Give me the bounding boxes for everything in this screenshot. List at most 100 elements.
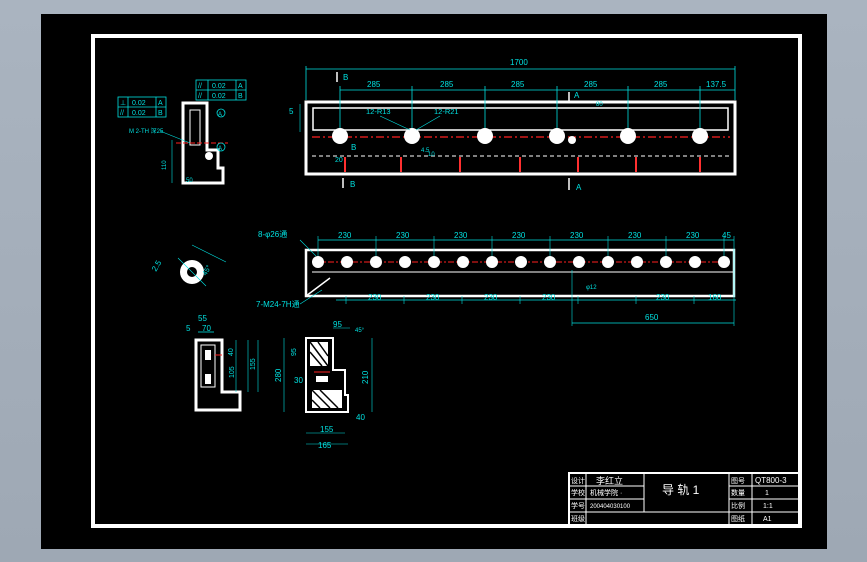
end-left-dim-155: 155	[250, 358, 257, 370]
span-dim-650: 650	[645, 313, 659, 322]
side-section-view: // 0.02 A // 0.02 B ⊥ 0.02 A // 0.02	[117, 79, 247, 185]
svg-text:160: 160	[708, 293, 722, 302]
front-view: 1700 285 285 285 285 285 137.5 12	[289, 58, 737, 192]
svg-text:0.02: 0.02	[132, 110, 146, 117]
side-dim-width: 50	[186, 178, 193, 184]
svg-text:230: 230	[396, 231, 410, 240]
circle-label-a2: A	[218, 146, 222, 152]
hole-note-r21: 12-R21	[434, 107, 459, 116]
top-view: 230 230 230 230 230 230 230 45 8-φ26通 23…	[256, 229, 736, 326]
small-dim-12: φ12	[586, 285, 597, 291]
id-value: 200404030100	[590, 504, 631, 510]
overall-length-dim: 1700	[510, 58, 528, 67]
svg-text:230: 230	[628, 231, 642, 240]
section-a-bottom: A	[576, 183, 582, 192]
tap-note-m24: 7-M24-7H通	[256, 299, 300, 309]
svg-text://: //	[198, 93, 202, 100]
svg-text:B: B	[238, 93, 243, 100]
drawing-no: QT800-3	[755, 476, 787, 485]
end-right-dim-165: 165	[318, 441, 332, 450]
tolerance-frame-left: ⊥ 0.02 A // 0.02 B	[117, 96, 167, 118]
end-right-dim-95: 95	[333, 320, 342, 329]
qty-label: 数量	[731, 488, 745, 497]
end-left-dim-55: 55	[198, 314, 207, 323]
svg-text://: //	[198, 83, 202, 90]
end-right-dim-30: 30	[294, 376, 303, 385]
spacing-dim-4: 285	[584, 80, 598, 89]
end-right-dim-40: 40	[356, 413, 365, 422]
end-left-dim-70: 70	[202, 324, 211, 333]
section-b-mid: B	[351, 143, 356, 152]
drawing-canvas[interactable]: 1700 285 285 285 285 285 137.5 12	[41, 14, 827, 549]
svg-text:45: 45	[722, 231, 731, 240]
front-tapped-holes	[344, 157, 701, 172]
end-left-dim-5: 5	[186, 324, 191, 333]
height-dim: 5	[289, 107, 294, 116]
side-dim-height: 110	[162, 160, 168, 170]
drawing-sheet: 1700 285 285 285 285 285 137.5 12	[41, 14, 827, 549]
spacing-dim-6: 137.5	[706, 80, 727, 89]
id-label: 学号	[571, 501, 585, 510]
front-view-outline	[304, 100, 737, 176]
hole-note-r13: 12-R13	[366, 107, 391, 116]
sheet-border	[91, 34, 802, 528]
scale: 1:1	[763, 503, 773, 510]
spacing-dim-3: 285	[511, 80, 525, 89]
end-right-dim-280: 280	[274, 368, 283, 382]
svg-text:230: 230	[368, 293, 382, 302]
hole-note-26: 8-φ26通	[258, 229, 287, 239]
circle-label-a1: A	[218, 112, 222, 118]
scale-label: 比例	[731, 501, 745, 510]
end-left-dim-40: 40	[228, 348, 235, 356]
small-dim-45: 4.5	[421, 148, 430, 154]
front-view-inner	[312, 107, 729, 131]
designer-label: 设计	[571, 476, 585, 485]
edge-dim-20: 20	[335, 157, 343, 164]
svg-text:230: 230	[454, 231, 468, 240]
part-name: 导 轨 1	[662, 483, 700, 497]
sheet: A1	[763, 516, 772, 523]
svg-text:230: 230	[686, 231, 700, 240]
end-view-right: 95 45° 95 30 280 210 40 155 165	[274, 320, 373, 450]
svg-text:A: A	[238, 83, 243, 90]
svg-text:230: 230	[512, 231, 526, 240]
svg-text:230: 230	[570, 231, 584, 240]
qty: 1	[765, 490, 769, 497]
svg-text://: //	[120, 110, 124, 117]
drawing-no-label: 图号	[731, 477, 745, 485]
svg-text:0.02: 0.02	[212, 83, 226, 90]
svg-text:0.02: 0.02	[212, 93, 226, 100]
title-block: 设计 李红立 学校 机械学院 · 学号 200404030100 班级 导 轨 …	[568, 472, 800, 526]
end-right-dim-95b: 95	[291, 348, 298, 356]
svg-text:230: 230	[542, 293, 556, 302]
svg-text:⊥: ⊥	[120, 100, 126, 107]
svg-text:230: 230	[338, 231, 352, 240]
school-label: 学校	[571, 488, 585, 497]
end-right-dim-210: 210	[361, 370, 370, 384]
svg-text:230: 230	[484, 293, 498, 302]
end-left-dim-105: 105	[229, 366, 236, 378]
class-label: 班级	[571, 514, 585, 523]
end-right-dim-155: 155	[320, 425, 334, 434]
spacing-dim-5: 285	[654, 80, 668, 89]
front-holes	[332, 128, 708, 144]
designer-name: 李红立	[596, 475, 623, 486]
section-b-bottom: B	[350, 180, 355, 189]
small-dim-10: 10	[428, 152, 435, 158]
sheet-label: 图纸	[731, 514, 745, 523]
section-a-top: A	[574, 91, 580, 100]
small-dim-80: 80	[596, 102, 603, 108]
section-b-top: B	[343, 73, 348, 82]
spacing-dim-1: 285	[367, 80, 381, 89]
svg-text:230: 230	[426, 293, 440, 302]
spacing-dim-2: 285	[440, 80, 454, 89]
end-right-angle: 45°	[355, 328, 365, 334]
tolerance-frame-right: // 0.02 A // 0.02 B	[195, 79, 247, 101]
end-view-left: 55 70 5 40 105 155	[186, 314, 259, 412]
school-name: 机械学院 ·	[590, 488, 622, 497]
svg-text:230: 230	[656, 293, 670, 302]
svg-text:B: B	[158, 110, 163, 117]
top-view-holes	[312, 256, 730, 268]
thread-note: M 2-TH 深25	[129, 127, 164, 135]
